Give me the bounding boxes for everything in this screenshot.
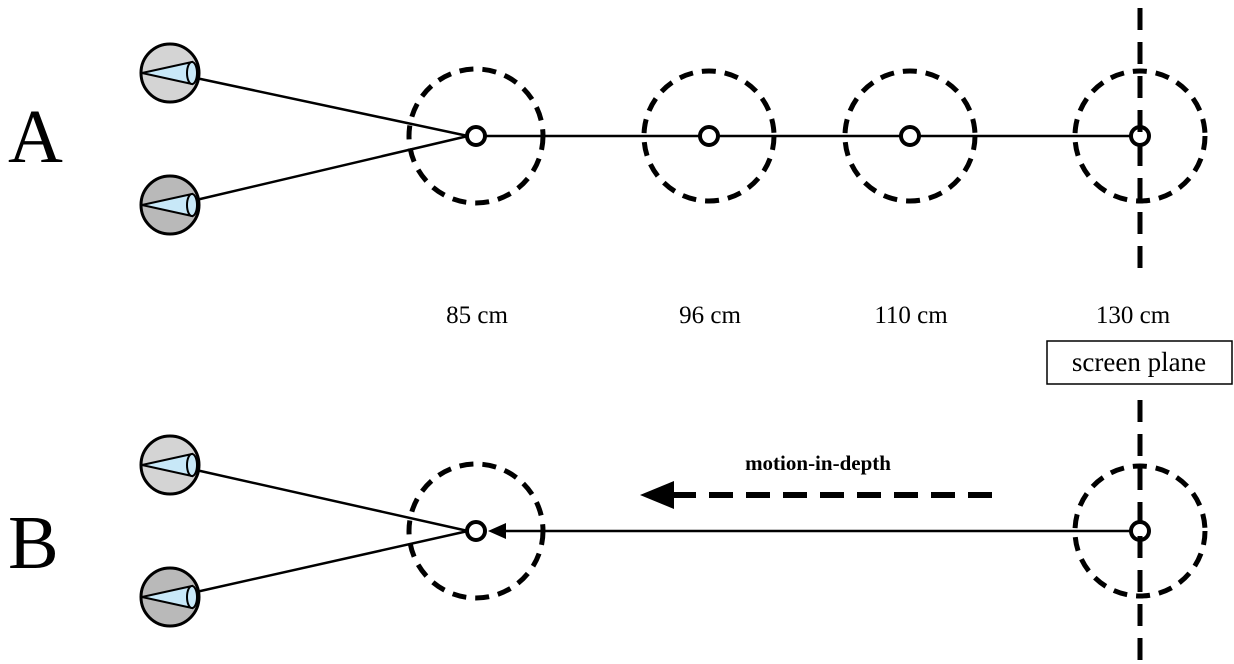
- line-of-sight-right: [195, 529, 469, 594]
- distance-label-130: 130 cm: [1096, 302, 1171, 329]
- line-of-sight-left: [195, 468, 469, 533]
- motion-arrowhead-icon: [640, 481, 674, 509]
- panel-b-letter: B: [8, 501, 59, 585]
- stimulus-85cm: [406, 66, 546, 206]
- trajectory-arrowhead-icon: [488, 523, 506, 539]
- right-eye-icon: [139, 174, 201, 236]
- right-eye-icon: [139, 566, 201, 628]
- panel-b: B motion-in-dep: [8, 400, 1208, 662]
- distance-label-85: 85 cm: [446, 302, 508, 329]
- left-eye-icon: [139, 42, 201, 104]
- left-eye-icon: [139, 434, 201, 496]
- screen-plane-label: screen plane: [1072, 347, 1206, 377]
- distance-label-110: 110 cm: [874, 302, 948, 329]
- panel-a: A: [8, 8, 1208, 329]
- panel-a-letter: A: [8, 95, 63, 179]
- distance-label-96: 96 cm: [679, 302, 741, 329]
- stimulus-96cm: [641, 68, 777, 204]
- stimulus-110cm: [842, 68, 978, 204]
- line-of-sight-left: [195, 76, 469, 138]
- line-of-sight-right: [195, 134, 469, 202]
- screen-plane-label-box: screen plane: [1046, 340, 1233, 385]
- stimulus-near: [406, 461, 546, 601]
- motion-in-depth-label: motion-in-depth: [745, 451, 891, 475]
